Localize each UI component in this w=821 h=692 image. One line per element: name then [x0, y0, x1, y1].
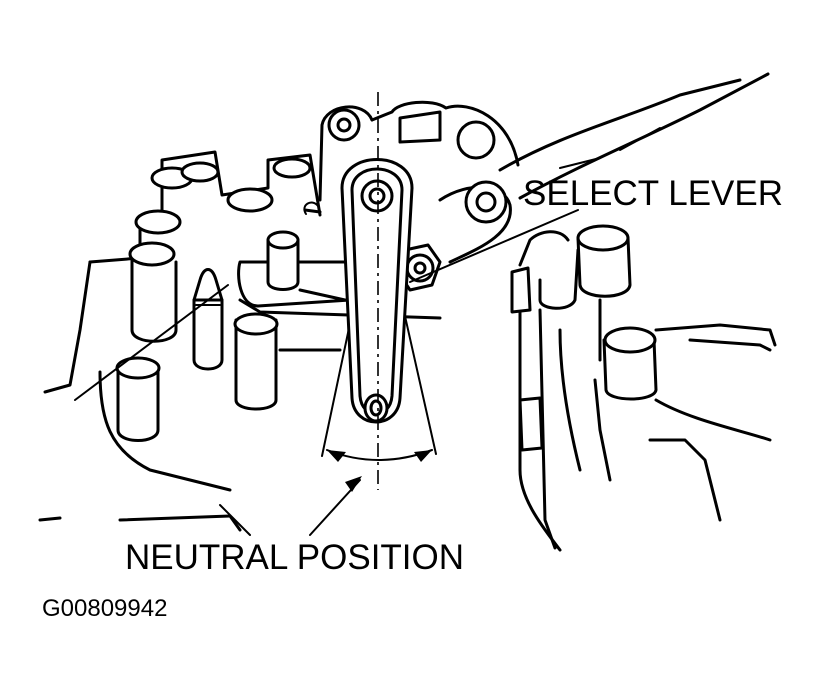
leader-lines [74, 209, 579, 536]
neutral-arrowhead [345, 476, 362, 492]
bracket [303, 100, 520, 264]
select-lever-label: SELECT LEVER [523, 174, 784, 213]
detent-arm [237, 230, 442, 320]
right-housing [510, 224, 777, 552]
select-lever-leader [409, 209, 579, 283]
detent-pin [192, 268, 224, 371]
neutral-leader-left [74, 284, 229, 401]
housing-outline [498, 72, 770, 200]
figure-code: G00809942 [42, 595, 168, 622]
valve-body-block [38, 150, 342, 532]
select-lever [340, 158, 414, 424]
neutral-position-label: NEUTRAL POSITION [125, 538, 465, 577]
